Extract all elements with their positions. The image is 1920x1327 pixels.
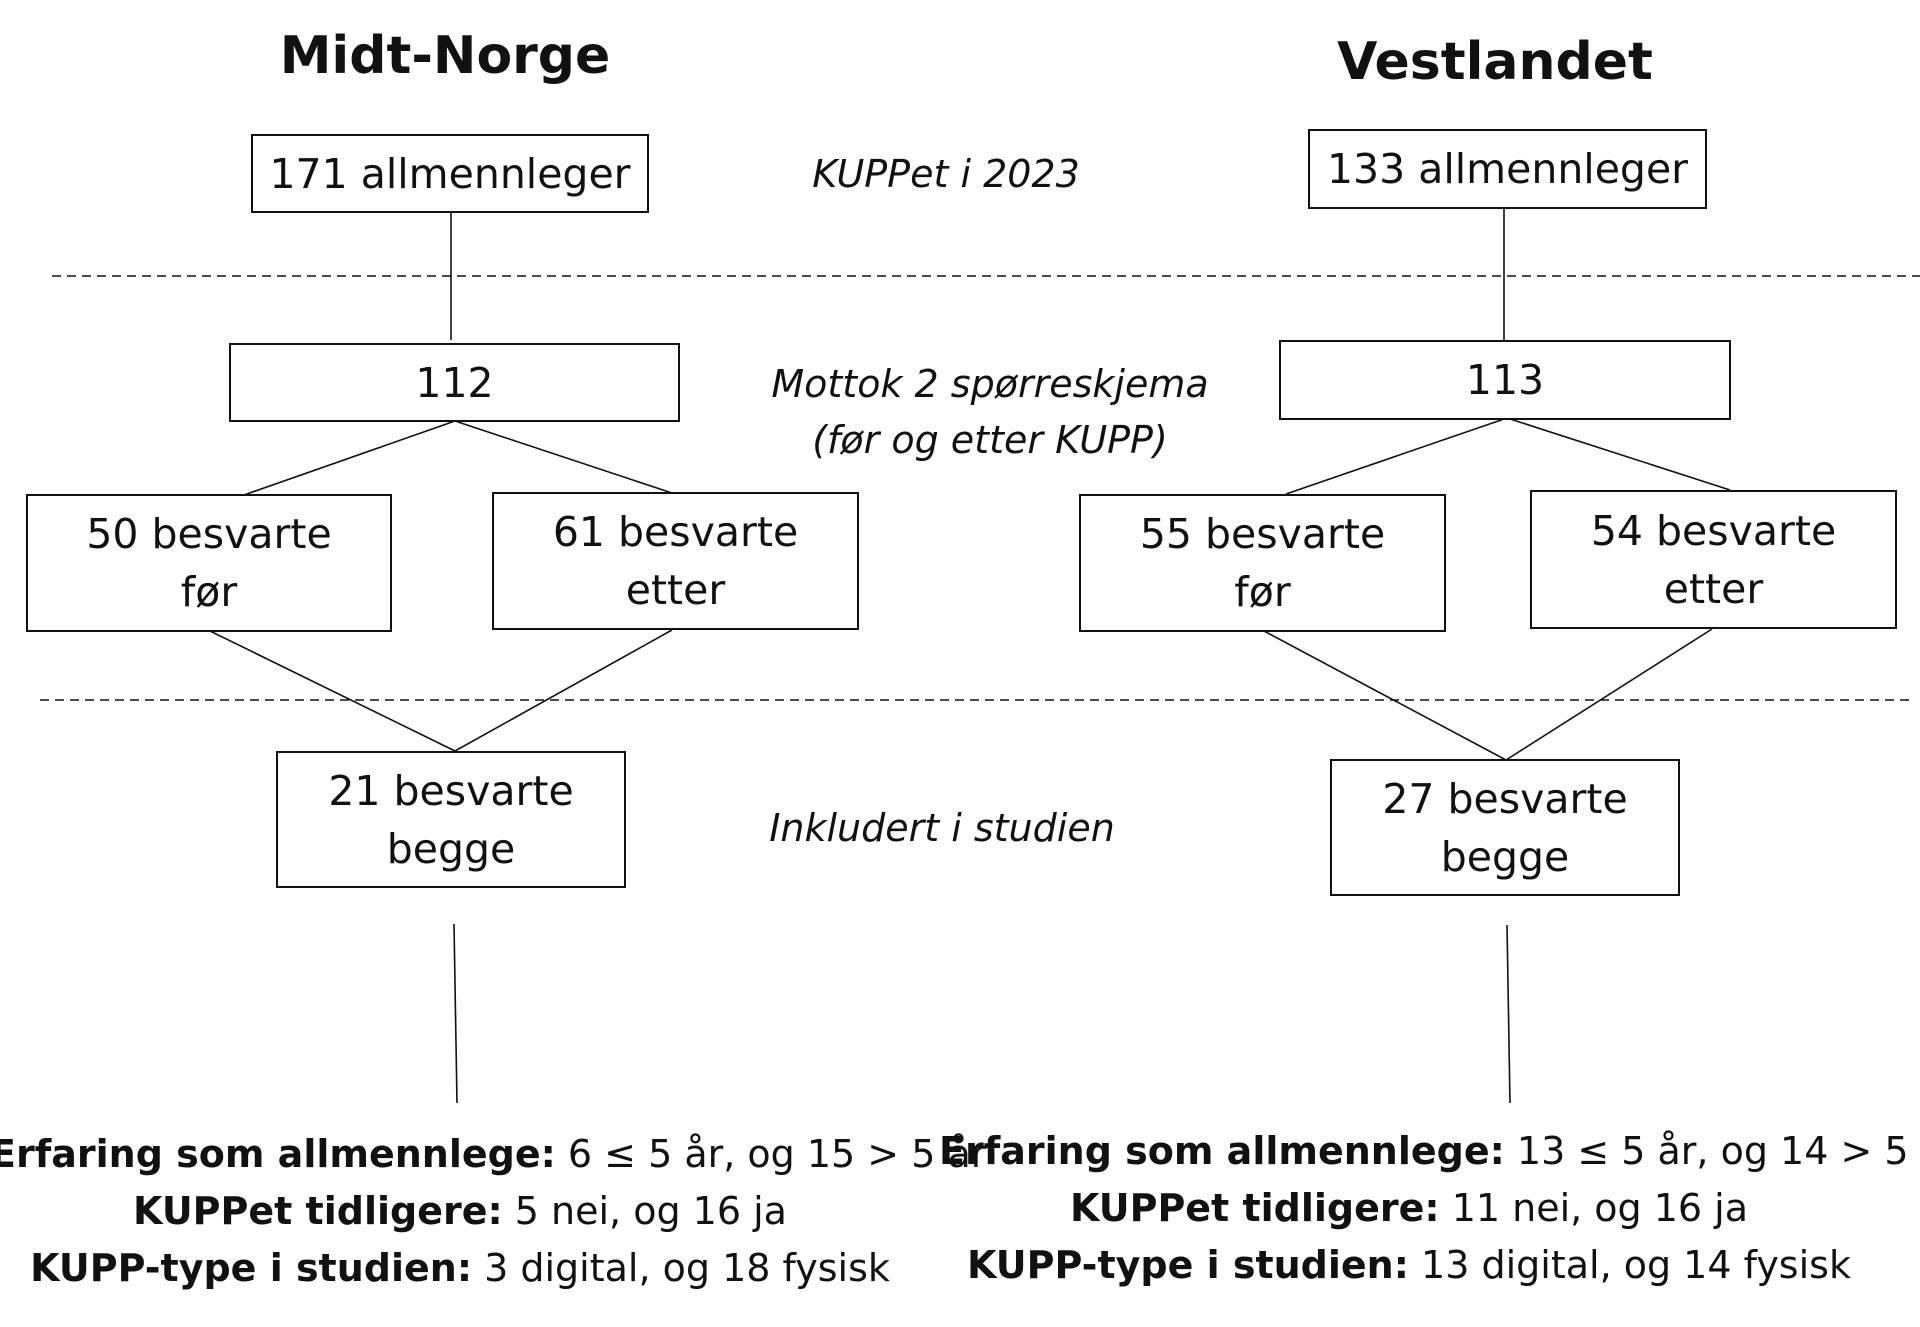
- right-connector-before: [1285, 417, 1508, 495]
- right-before-line2: før: [1234, 568, 1291, 616]
- stage-label-kuppet: KUPPet i 2023: [812, 152, 1080, 196]
- stage-label-questionnaire-line1: Mottok 2 spørreskjema: [771, 362, 1209, 406]
- right-connector-before-both: [1263, 630, 1507, 761]
- right-stat-previous-value: 11 nei, og 16 ja: [1451, 1186, 1749, 1230]
- right-stat-experience: Erfaring som allmennlege: 13 ≤ 5 år, og …: [939, 1123, 1920, 1180]
- left-stat-previous-label: KUPPet tidligere:: [133, 1189, 503, 1233]
- left-connector-after-both: [454, 629, 673, 752]
- left-after-line1: 61 besvarte: [552, 508, 799, 556]
- left-connector-before-both: [209, 630, 456, 752]
- left-stat-type: KUPP-type i studien: 3 digital, og 18 fy…: [0, 1240, 930, 1297]
- right-stats: Erfaring som allmennlege: 13 ≤ 5 år, og …: [939, 1123, 1920, 1294]
- right-total-box: 133 allmennleger: [1308, 129, 1707, 209]
- right-received-text: 113: [1465, 356, 1545, 404]
- left-before-line2: før: [180, 568, 238, 616]
- left-stat-type-label: KUPP-type i studien:: [30, 1246, 473, 1290]
- left-stat-experience: Erfaring som allmennlege: 6 ≤ 5 år, og 1…: [0, 1126, 986, 1183]
- right-both-box: 27 besvarte begge: [1330, 759, 1680, 896]
- right-stat-type-label: KUPP-type i studien:: [967, 1243, 1409, 1287]
- right-stat-experience-value: 13 ≤ 5 år, og 14 > 5 år: [1516, 1129, 1920, 1173]
- left-received-box: 112: [229, 343, 680, 422]
- stage-label-included: Inkludert i studien: [769, 806, 1115, 850]
- left-before-line1: 50 besvarte: [86, 510, 332, 558]
- right-after-line2: etter: [1663, 564, 1764, 613]
- left-stat-previous-value: 5 nei, og 16 ja: [514, 1189, 787, 1233]
- left-before-box: 50 besvarte før: [26, 494, 392, 632]
- left-stat-experience-label: Erfaring som allmennlege:: [0, 1132, 556, 1176]
- left-stat-experience-value: 6 ≤ 5 år, og 15 > 5 år: [567, 1132, 987, 1176]
- right-both-line1: 27 besvarte: [1382, 774, 1628, 823]
- right-before-box: 55 besvarte før: [1079, 494, 1446, 632]
- right-both-line2: begge: [1440, 832, 1570, 881]
- right-stat-previous: KUPPet tidligere: 11 nei, og 16 ja: [939, 1180, 1879, 1237]
- right-stat-experience-label: Erfaring som allmennlege:: [939, 1129, 1505, 1173]
- right-stat-type: KUPP-type i studien: 13 digital, og 14 f…: [939, 1237, 1879, 1294]
- left-region-title: Midt-Norge: [279, 26, 611, 86]
- right-connector-after: [1506, 417, 1731, 491]
- right-before-line1: 55 besvarte: [1139, 510, 1386, 558]
- left-stat-previous: KUPPet tidligere: 5 nei, og 16 ja: [0, 1183, 930, 1240]
- left-after-box: 61 besvarte etter: [492, 492, 859, 630]
- left-both-line1: 21 besvarte: [328, 766, 574, 815]
- right-stat-type-value: 13 digital, og 14 fysisk: [1421, 1243, 1851, 1287]
- right-connector-stats: [1506, 924, 1511, 1104]
- right-stat-previous-label: KUPPet tidligere:: [1069, 1186, 1440, 1230]
- right-connector-after-both: [1505, 628, 1713, 761]
- right-after-line1: 54 besvarte: [1590, 506, 1837, 555]
- left-stat-type-value: 3 digital, og 18 fysisk: [484, 1246, 890, 1290]
- left-received-text: 112: [415, 358, 494, 407]
- right-total-text: 133 allmennleger: [1326, 145, 1689, 193]
- left-connector-after: [454, 420, 673, 494]
- right-received-box: 113: [1279, 340, 1731, 420]
- left-total-text: 171 allmennleger: [269, 149, 631, 198]
- left-stats: Erfaring som allmennlege: 6 ≤ 5 år, og 1…: [0, 1126, 986, 1297]
- left-both-line2: begge: [386, 824, 516, 873]
- left-connector-before: [243, 420, 456, 496]
- stage-label-questionnaire: Mottok 2 spørreskjema (før og etter KUPP…: [730, 356, 1250, 468]
- left-both-box: 21 besvarte begge: [276, 751, 626, 888]
- left-connector-stats: [453, 923, 458, 1104]
- left-total-box: 171 allmennleger: [251, 134, 649, 213]
- left-after-line2: etter: [625, 566, 726, 614]
- right-after-box: 54 besvarte etter: [1530, 490, 1897, 629]
- right-region-title: Vestlandet: [1337, 32, 1653, 92]
- stage-label-questionnaire-line2: (før og etter KUPP): [812, 418, 1168, 462]
